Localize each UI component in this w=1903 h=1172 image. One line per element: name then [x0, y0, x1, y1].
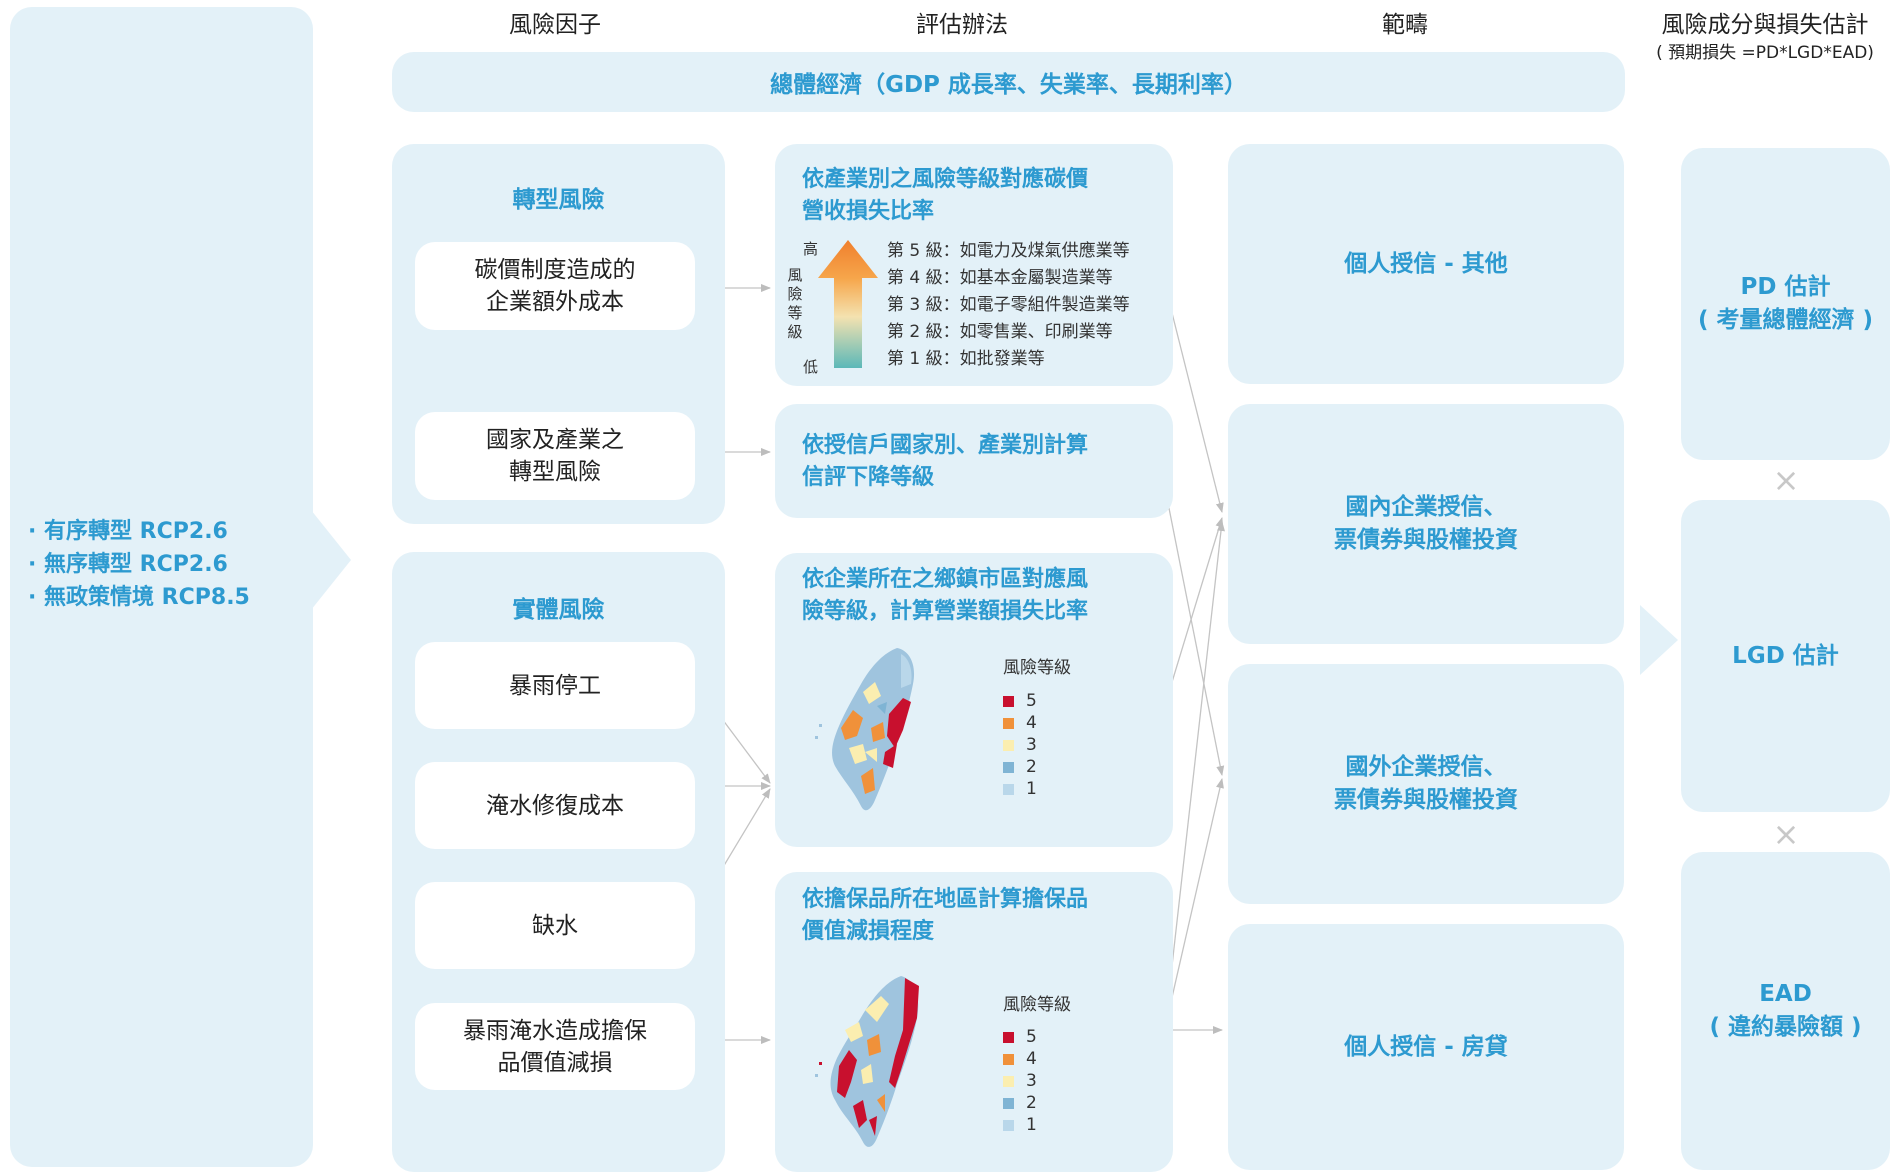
physical-factor-collateral-loss: 暴雨淹水造成擔保 品價值減損	[415, 1003, 695, 1090]
method-credit-rating-title: 依授信戶國家別、產業別計算 信評下降等級	[802, 433, 1089, 490]
risk-level-list: 第 5 級：如電力及煤氣供應業等 第 4 級：如基本金屬製造業等 第 3 級：如…	[887, 238, 1130, 373]
legend-item: 2	[1003, 1092, 1037, 1114]
taiwan-map-township-icon	[815, 648, 915, 811]
legend-item: 5	[1003, 690, 1037, 712]
components-arrow-icon	[1640, 605, 1678, 675]
legend-item: 5	[1003, 1026, 1037, 1048]
component-ead: EAD ( 違約暴險額 )	[1681, 852, 1890, 1170]
arrow-label-char: 級	[787, 323, 803, 341]
risk-level-item: 第 5 級：如電力及煤氣供應業等	[887, 241, 1130, 261]
arrow-label-char: 險	[787, 285, 803, 303]
scope-personal-mortgage: 個人授信 - 房貸	[1228, 924, 1624, 1170]
legend-item: 3	[1003, 734, 1037, 756]
legend-item: 4	[1003, 1048, 1037, 1070]
method-township-risk-title: 依企業所在之鄉鎮市區對應風 險等級，計算營業額損失比率	[802, 567, 1089, 624]
scenario-panel	[10, 7, 313, 1167]
arrow-risk-level-label: 風 險 等 級	[787, 266, 803, 342]
physical-factor-water-shortage: 缺水	[415, 882, 695, 969]
legend-label: 5	[1026, 691, 1037, 711]
legend-swatch	[1003, 1119, 1014, 1131]
arrow-label-char: 等	[787, 304, 803, 322]
scenario-item: · 無政策情境 RCP8.5	[28, 585, 250, 610]
scenario-item: · 無序轉型 RCP2.6	[28, 552, 228, 577]
transition-factor-carbon-cost: 碳價制度造成的 企業額外成本	[415, 242, 695, 330]
header-expected-loss-formula: ( 預期損失 =PD*LGD*EAD)	[1656, 43, 1874, 63]
header-scope: 範疇	[1382, 12, 1428, 38]
physical-risk-title: 實體風險	[512, 597, 605, 623]
legend-item: 1	[1003, 1114, 1037, 1136]
scenario-item: · 有序轉型 RCP2.6	[28, 519, 228, 544]
header-risk-factors: 風險因子	[509, 12, 601, 38]
scenario-list: · 有序轉型 RCP2.6 · 無序轉型 RCP2.6 · 無政策情境 RCP8…	[28, 515, 308, 614]
method-collateral-title: 依擔保品所在地區計算擔保品 價值減損程度	[802, 887, 1089, 944]
header-assessment-methods: 評估辦法	[916, 12, 1008, 38]
legend-swatch	[1003, 1097, 1014, 1109]
legend-swatch	[1003, 1075, 1014, 1087]
risk-level-item: 第 4 級：如基本金屬製造業等	[887, 268, 1113, 288]
transition-risk-title: 轉型風險	[512, 187, 605, 213]
taiwan-map-collateral-icon	[815, 976, 919, 1147]
arrow-label-char: 風	[787, 266, 803, 284]
legend-label: 1	[1026, 779, 1037, 799]
collateral-legend-title: 風險等級	[1003, 995, 1071, 1015]
risk-level-gradient-arrow-icon	[818, 240, 878, 368]
township-legend: 5 4 3 2 1	[1003, 690, 1037, 800]
township-legend-title: 風險等級	[1003, 658, 1071, 678]
component-pd: PD 估計 ( 考量總體經濟 )	[1681, 148, 1890, 460]
legend-swatch	[1003, 739, 1014, 751]
method-credit-rating-panel	[775, 404, 1173, 518]
method-collateral-panel	[775, 872, 1173, 1172]
legend-item: 4	[1003, 712, 1037, 734]
risk-level-item: 第 2 級：如零售業、印刷業等	[887, 322, 1113, 342]
legend-item: 1	[1003, 778, 1037, 800]
method-township-risk-panel	[775, 553, 1173, 847]
legend-swatch	[1003, 783, 1014, 795]
legend-label: 3	[1026, 735, 1037, 755]
component-lgd: LGD 估計	[1681, 500, 1890, 812]
legend-item: 2	[1003, 756, 1037, 778]
arrow-low-label: 低	[803, 358, 819, 376]
legend-swatch	[1003, 1031, 1014, 1043]
legend-label: 4	[1026, 1049, 1037, 1069]
legend-label: 4	[1026, 713, 1037, 733]
scenario-arrow-icon	[311, 510, 351, 610]
physical-factor-flood-repair: 淹水修復成本	[415, 762, 695, 849]
method-carbon-price-title: 依產業別之風險等級對應碳價 營收損失比率	[802, 167, 1089, 224]
header-risk-components: 風險成分與損失估計	[1661, 12, 1869, 38]
collateral-legend: 5 4 3 2 1	[1003, 1026, 1037, 1136]
transition-factor-country-industry: 國家及產業之 轉型風險	[415, 412, 695, 500]
legend-label: 2	[1026, 757, 1037, 777]
legend-swatch	[1003, 717, 1014, 729]
scope-foreign-corporate: 國外企業授信、 票債券與股權投資	[1228, 664, 1624, 904]
multiply-icon: ×	[1772, 461, 1800, 499]
risk-level-item: 第 3 級：如電子零組件製造業等	[887, 295, 1130, 315]
legend-swatch	[1003, 1053, 1014, 1065]
macro-economy-bar: 總體經濟（GDP 成長率、失業率、長期利率）	[392, 52, 1625, 112]
legend-item: 3	[1003, 1070, 1037, 1092]
risk-level-item: 第 1 級：如批發業等	[887, 349, 1045, 369]
scope-personal-other: 個人授信 - 其他	[1228, 144, 1624, 384]
legend-swatch	[1003, 695, 1014, 707]
legend-label: 1	[1026, 1115, 1037, 1135]
multiply-icon: ×	[1772, 815, 1800, 853]
legend-swatch	[1003, 761, 1014, 773]
legend-label: 5	[1026, 1027, 1037, 1047]
legend-label: 2	[1026, 1093, 1037, 1113]
physical-factor-rain-shutdown: 暴雨停工	[415, 642, 695, 729]
arrow-high-label: 高	[803, 240, 819, 258]
legend-label: 3	[1026, 1071, 1037, 1091]
scope-domestic-corporate: 國內企業授信、 票債券與股權投資	[1228, 404, 1624, 644]
